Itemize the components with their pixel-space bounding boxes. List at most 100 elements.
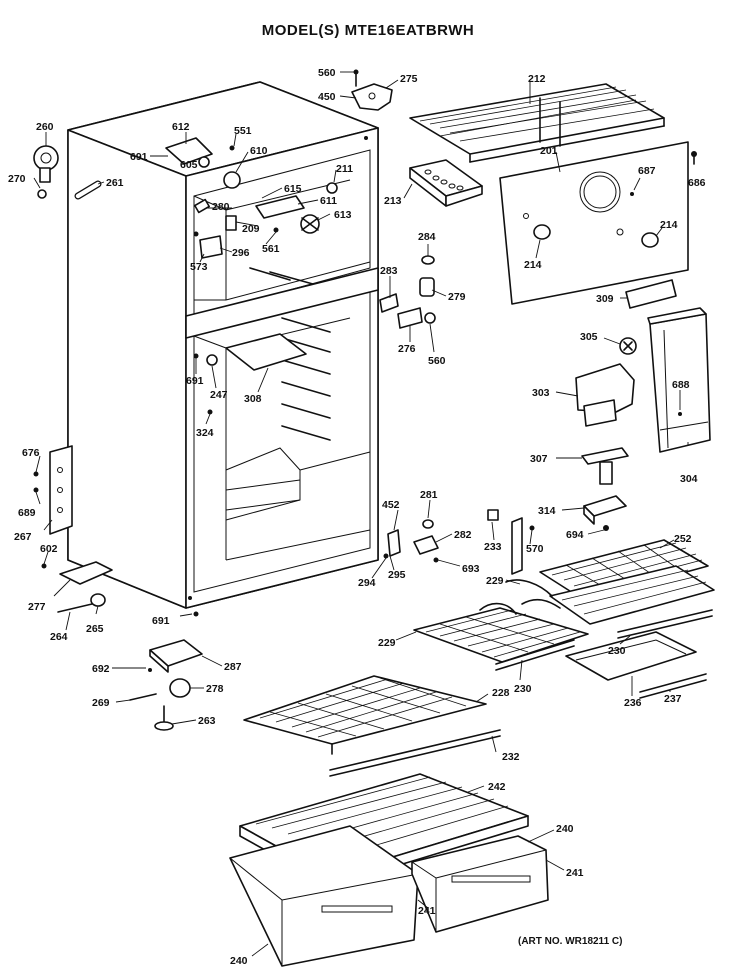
nut-270	[37, 189, 47, 199]
bracket-314	[583, 495, 627, 531]
callout-693: 693	[462, 563, 480, 575]
screw-691-bottom	[193, 611, 199, 617]
callout-691-bottom: 691	[152, 615, 170, 627]
callout-308: 308	[244, 393, 262, 405]
callout-612: 612	[172, 121, 190, 133]
cap-265	[90, 593, 106, 607]
callout-686: 686	[688, 177, 706, 189]
lower-hinge-bracket	[33, 445, 73, 535]
ice-tray	[409, 159, 483, 207]
info-label-309	[625, 279, 677, 309]
rail-232	[329, 729, 501, 771]
control-housing	[647, 307, 711, 453]
callout-307: 307	[530, 453, 548, 465]
slide-tray-236	[565, 631, 697, 681]
callout-615: 615	[284, 183, 302, 195]
defrost-timer-assembly	[165, 137, 338, 259]
callout-213: 213	[384, 195, 402, 207]
light-housing	[575, 337, 637, 427]
door-stop-parts	[383, 509, 535, 575]
callout-573: 573	[190, 261, 208, 273]
bracket-287	[148, 639, 203, 673]
callout-694: 694	[566, 529, 584, 541]
freezer-wire-shelf	[409, 83, 665, 163]
callout-613: 613	[334, 209, 352, 221]
callout-279: 279	[448, 291, 466, 303]
callout-261: 261	[106, 177, 124, 189]
callout-452: 452	[382, 499, 400, 511]
callout-241-right: 241	[566, 867, 584, 879]
callout-610: 610	[250, 145, 268, 157]
callout-264: 264	[50, 631, 68, 643]
damper-assembly	[581, 447, 629, 485]
callout-314: 314	[538, 505, 556, 517]
fresh-food-small-parts	[193, 353, 218, 415]
callout-233: 233	[484, 541, 502, 553]
diagram-title: MODEL(S) MTE16EATBRWH	[261, 22, 475, 39]
callout-252: 252	[674, 533, 692, 545]
art-number: (ART NO. WR18211 C)	[518, 936, 623, 947]
callout-309: 309	[596, 293, 614, 305]
callout-211: 211	[336, 163, 353, 175]
callout-201: 201	[540, 145, 558, 157]
roller-278	[169, 678, 191, 698]
crisper-drawer-right	[411, 835, 549, 933]
callout-230-left: 230	[514, 683, 532, 695]
callout-265: 265	[86, 623, 104, 635]
callout-560-top: 560	[318, 67, 336, 79]
pin-264	[57, 603, 93, 613]
callout-260: 260	[36, 121, 54, 133]
callout-691-top: 691	[130, 151, 148, 163]
callout-283: 283	[380, 265, 398, 277]
callout-287: 287	[224, 661, 242, 673]
callout-214-left: 214	[524, 259, 542, 271]
callout-214-right: 214	[660, 219, 678, 231]
callout-296: 296	[232, 247, 250, 259]
callout-276: 276	[398, 343, 416, 355]
callout-692: 692	[92, 663, 110, 675]
callout-212: 212	[528, 73, 546, 85]
callout-688: 688	[672, 379, 690, 391]
shelf-228	[243, 675, 487, 755]
callout-295: 295	[388, 569, 406, 581]
callout-228: 228	[492, 687, 510, 699]
callout-303: 303	[532, 387, 550, 399]
callout-281: 281	[420, 489, 438, 501]
callout-687: 687	[638, 165, 656, 177]
callout-237: 237	[664, 693, 682, 705]
callout-551: 551	[234, 125, 252, 137]
callout-270: 270	[8, 173, 26, 185]
callout-229-right: 229	[486, 575, 504, 587]
callout-611: 611	[320, 195, 337, 207]
callout-241-left: 241	[418, 905, 436, 917]
callout-560-mid: 560	[428, 355, 446, 367]
evaporator-cover-panel	[499, 141, 689, 305]
callout-450: 450	[318, 91, 336, 103]
callout-676: 676	[22, 447, 40, 459]
callout-284: 284	[418, 231, 436, 243]
callout-232: 232	[502, 751, 520, 763]
callout-242: 242	[488, 781, 506, 793]
screw-686	[691, 151, 697, 165]
callout-240-right: 240	[556, 823, 574, 835]
callout-230-right: 230	[608, 645, 626, 657]
top-hinge	[351, 69, 393, 111]
crisper-drawer-left	[229, 825, 419, 967]
callout-labels: 560 275 450 212 260 612 551 691 610 211 …	[8, 67, 706, 967]
callout-691-mid: 691	[186, 375, 204, 387]
callout-561: 561	[262, 243, 280, 255]
axle-269	[129, 693, 157, 701]
callout-605: 605	[180, 159, 198, 171]
callout-275: 275	[400, 73, 418, 85]
callout-282: 282	[454, 529, 472, 541]
callout-209: 209	[242, 223, 260, 235]
shelf-229-right	[505, 565, 715, 625]
rail-230-right	[617, 609, 713, 633]
bottom-hinge-277	[41, 561, 113, 585]
refrigerator-cabinet	[67, 81, 379, 609]
callout-267: 267	[14, 531, 32, 543]
callout-278: 278	[206, 683, 224, 695]
callout-229-left: 229	[378, 637, 396, 649]
leveler-263	[154, 705, 174, 731]
